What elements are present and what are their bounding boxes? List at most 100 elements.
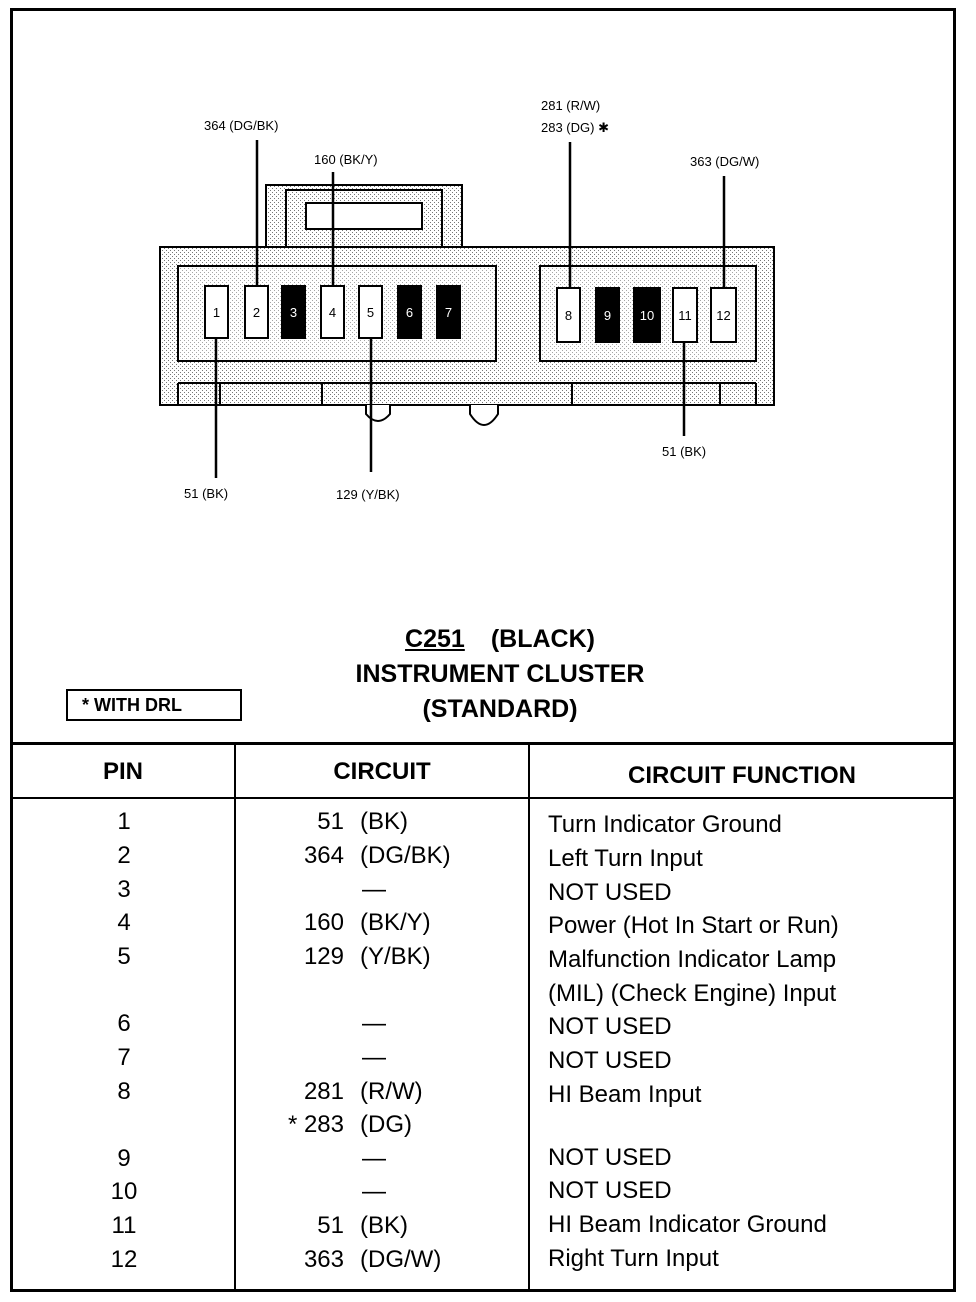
column-divider	[528, 744, 530, 1292]
connector-name: INSTRUMENT CLUSTER	[355, 660, 645, 688]
function-cell: NOT USED	[548, 1047, 672, 1074]
function-cell: NOT USED	[548, 1013, 672, 1040]
function-cell: (MIL) (Check Engine) Input	[548, 980, 837, 1007]
header-circuit: CIRCUIT	[333, 758, 431, 785]
pin-cell: 5	[117, 943, 131, 970]
wire-label-pin5: 129 (Y/BK)	[336, 487, 400, 502]
pin-cell: 11	[111, 1212, 137, 1239]
circuit-color-cell: (R/W)	[360, 1078, 423, 1105]
pin-number: 6	[406, 305, 413, 320]
pin-number: 3	[290, 305, 297, 320]
pin-cell: 1	[117, 808, 131, 835]
connector-caption: C251 (BLACK)	[200, 622, 800, 657]
wire-label-pin11: 51 (BK)	[662, 444, 706, 459]
circuit-color-cell: —	[362, 876, 386, 903]
wire-label-pin1: 51 (BK)	[184, 486, 228, 501]
circuit-color-cell: (DG)	[360, 1111, 412, 1138]
circuit-number-cell: 160	[303, 909, 344, 936]
circuit-number-cell: 281	[303, 1078, 344, 1105]
circuit-color-cell: (BK)	[360, 1212, 408, 1239]
pin-terminal	[556, 287, 581, 343]
pin-6: 6	[397, 285, 422, 339]
pin-number: 7	[445, 305, 452, 320]
pin-terminal	[710, 287, 737, 343]
pin-number: 9	[604, 308, 611, 323]
pin-number: 1	[213, 305, 220, 320]
pin-terminal	[633, 287, 661, 343]
pin-cell: 3	[117, 876, 131, 903]
pin-10: 10	[633, 287, 661, 343]
pin-number: 5	[367, 305, 374, 320]
table-top-divider	[10, 742, 956, 745]
drl-note-box: * WITH DRL	[66, 689, 242, 721]
pin-7: 7	[436, 285, 461, 339]
pin-12: 12	[710, 287, 737, 343]
circuit-number-cell: 51	[317, 808, 344, 835]
function-cell: NOT USED	[548, 1144, 672, 1171]
function-cell: Power (Hot In Start or Run)	[548, 912, 839, 939]
wire-label-pin8-b: 283 (DG) ✱	[541, 120, 609, 135]
pin-cell: 2	[117, 842, 131, 869]
pin-terminal	[281, 285, 306, 339]
circuit-number-cell: * 283	[287, 1111, 344, 1138]
function-cell: Turn Indicator Ground	[548, 811, 782, 838]
header-circuit-function: CIRCUIT FUNCTION	[628, 762, 856, 789]
pin-terminal	[397, 285, 422, 339]
connector-id: C251	[405, 625, 465, 653]
pin-4: 4	[320, 285, 345, 339]
header-divider	[10, 797, 956, 799]
connector-diagram: 1 2 3 4 5 6 7 8 9 10 11 12	[159, 98, 775, 502]
pin-number: 12	[716, 308, 730, 323]
pin-terminal	[672, 287, 698, 343]
circuit-color-cell: —	[362, 1145, 386, 1172]
circuit-color-cell: —	[362, 1178, 386, 1205]
pin-number: 11	[678, 308, 692, 323]
circuit-color-cell: —	[362, 1010, 386, 1037]
circuit-number-cell: 51	[317, 1212, 344, 1239]
diagram-frame	[10, 8, 956, 1292]
pin-number: 4	[329, 305, 336, 320]
wire-label-pin8-a: 281 (R/W)	[541, 98, 600, 113]
pin-terminal	[204, 285, 229, 339]
function-cell: Right Turn Input	[548, 1245, 719, 1272]
pin-5: 5	[358, 285, 383, 339]
header-pin: PIN	[102, 758, 143, 785]
pin-terminal	[244, 285, 269, 339]
circuit-color-cell: (DG/BK)	[360, 842, 451, 869]
pin-number: 8	[565, 308, 572, 323]
connector-color: (BLACK)	[490, 625, 595, 653]
pin-cell: 10	[110, 1178, 138, 1205]
column-divider	[234, 744, 236, 1292]
function-cell: NOT USED	[548, 1177, 672, 1204]
pin-8: 8	[556, 287, 581, 343]
pin-terminal	[358, 285, 383, 339]
circuit-number-cell: 129	[303, 943, 344, 970]
circuit-color-cell: (BK/Y)	[360, 909, 431, 936]
connector-variant: (STANDARD)	[422, 695, 578, 723]
function-cell: NOT USED	[548, 879, 672, 906]
pin-cell: 12	[110, 1246, 138, 1273]
pin-2: 2	[244, 285, 269, 339]
pin-3: 3	[281, 285, 306, 339]
pin-terminal	[595, 287, 620, 343]
circuit-color-cell: —	[362, 1044, 386, 1071]
circuit-color-cell: (DG/W)	[360, 1246, 442, 1273]
pin-cell: 4	[117, 909, 131, 936]
wires	[214, 140, 726, 478]
function-cell: HI Beam Indicator Ground	[548, 1211, 827, 1238]
function-cell: Malfunction Indicator Lamp	[548, 946, 837, 973]
pin-terminal	[436, 285, 461, 339]
pin-9: 9	[595, 287, 620, 343]
wire-label-pin2: 364 (DG/BK)	[204, 118, 278, 133]
pin-number: 2	[253, 305, 260, 320]
wire-label-pin12: 363 (DG/W)	[690, 154, 759, 169]
pin-number: 10	[640, 308, 654, 323]
pin-cell: 6	[117, 1010, 131, 1037]
circuit-number-cell: 364	[303, 842, 344, 869]
pin-11: 11	[672, 287, 698, 343]
pin-cell: 7	[117, 1044, 131, 1071]
pin-cell: 9	[117, 1145, 131, 1172]
pin-cell: 8	[117, 1078, 131, 1105]
circuit-number-cell: 363	[303, 1246, 344, 1273]
circuit-color-cell: (BK)	[360, 808, 408, 835]
